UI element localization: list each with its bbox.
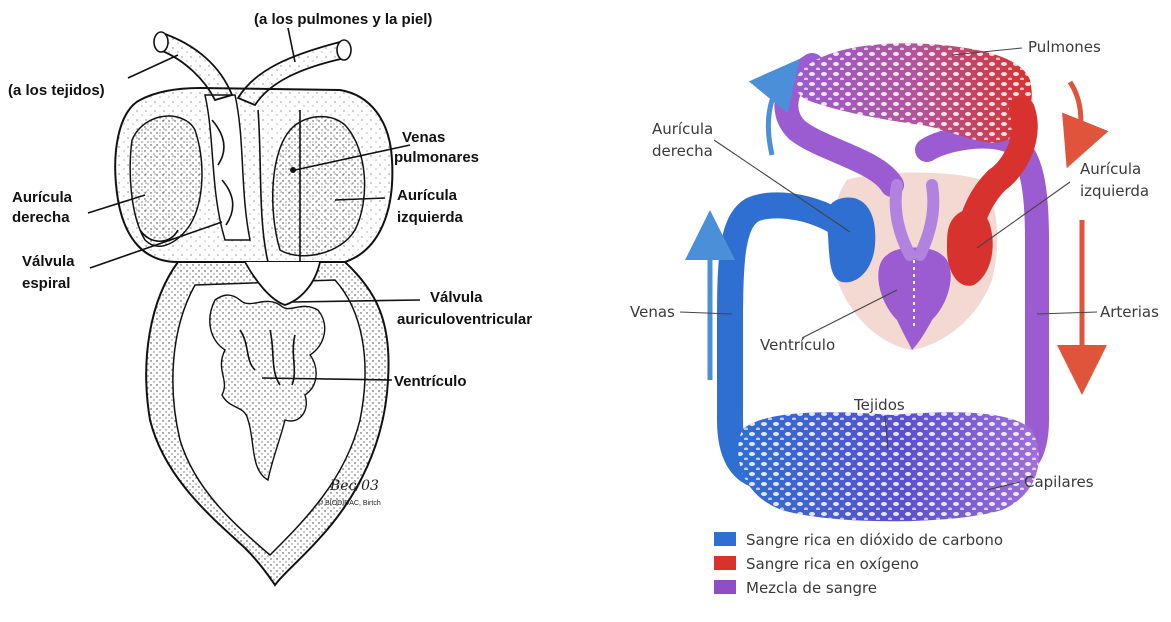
label-pulmonary-veins-1: Venas (402, 129, 445, 146)
label-to-lungs-skin: (a los pulmones y la piel) (254, 11, 432, 28)
circulation-svg: Pulmones Aurícula derecha Aurícula izqui… (592, 0, 1171, 622)
label-capillaries: Capilares (1024, 473, 1094, 491)
pulmonary-vein-dot (290, 167, 296, 173)
label-veins: Venas (630, 303, 675, 321)
legend-swatch-mixed (714, 580, 736, 594)
label-tissues: Tejidos (853, 396, 905, 414)
label-arteries: Arterias (1100, 303, 1159, 321)
label-lungs: Pulmones (1028, 38, 1101, 56)
label-ventricle: Ventrículo (760, 336, 835, 354)
legend-swatch-co2 (714, 532, 736, 546)
legend-label-oxygen: Sangre rica en oxígeno (746, 555, 919, 573)
label-pulmonary-veins-2: pulmonares (394, 149, 479, 166)
legend: Sangre rica en dióxido de carbono Sangre… (714, 531, 1003, 597)
signature: Bec/03 (329, 478, 379, 494)
label-left-atrium-2: izquierda (1080, 182, 1149, 200)
label-to-tissues: (a los tejidos) (8, 82, 105, 99)
legend-label-co2: Sangre rica en dióxido de carbono (746, 531, 1003, 549)
label-right-atrium-2: derecha (12, 209, 70, 226)
label-right-atrium-1: Aurícula (12, 189, 73, 206)
label-left-atrium-1: Aurícula (397, 187, 458, 204)
label-av-valve-1: Válvula (430, 289, 483, 306)
circulation-diagram: Pulmones Aurícula derecha Aurícula izqui… (592, 0, 1171, 622)
capillary-texture (738, 412, 1039, 521)
amphibian-heart-diagram: (a los pulmones y la piel) (a los tejido… (0, 0, 590, 622)
artery-opening-right (337, 40, 351, 60)
artery-opening-left (154, 32, 168, 52)
label-left-atrium-2: izquierda (397, 209, 464, 226)
lung-texture (795, 43, 1032, 143)
arrow-from-lungs (1070, 82, 1081, 145)
legend-swatch-oxygen (714, 556, 736, 570)
label-av-valve-2: auriculoventricular (397, 311, 532, 328)
amphibian-heart-svg: (a los pulmones y la piel) (a los tejido… (0, 0, 590, 622)
label-right-atrium-1: Aurícula (652, 120, 713, 138)
label-spiral-valve-1: Válvula (22, 253, 75, 270)
label-left-atrium-1: Aurícula (1080, 160, 1141, 178)
label-ventricle: Ventrículo (394, 373, 467, 390)
left-atrium-cavity (273, 117, 365, 256)
label-right-atrium-2: derecha (652, 142, 713, 160)
label-spiral-valve-2: espiral (22, 275, 70, 292)
copyright: © BIODIDAC, Birtch (318, 499, 381, 507)
legend-label-mixed: Mezcla de sangre (746, 579, 877, 597)
leader-to-tissues (128, 55, 178, 78)
